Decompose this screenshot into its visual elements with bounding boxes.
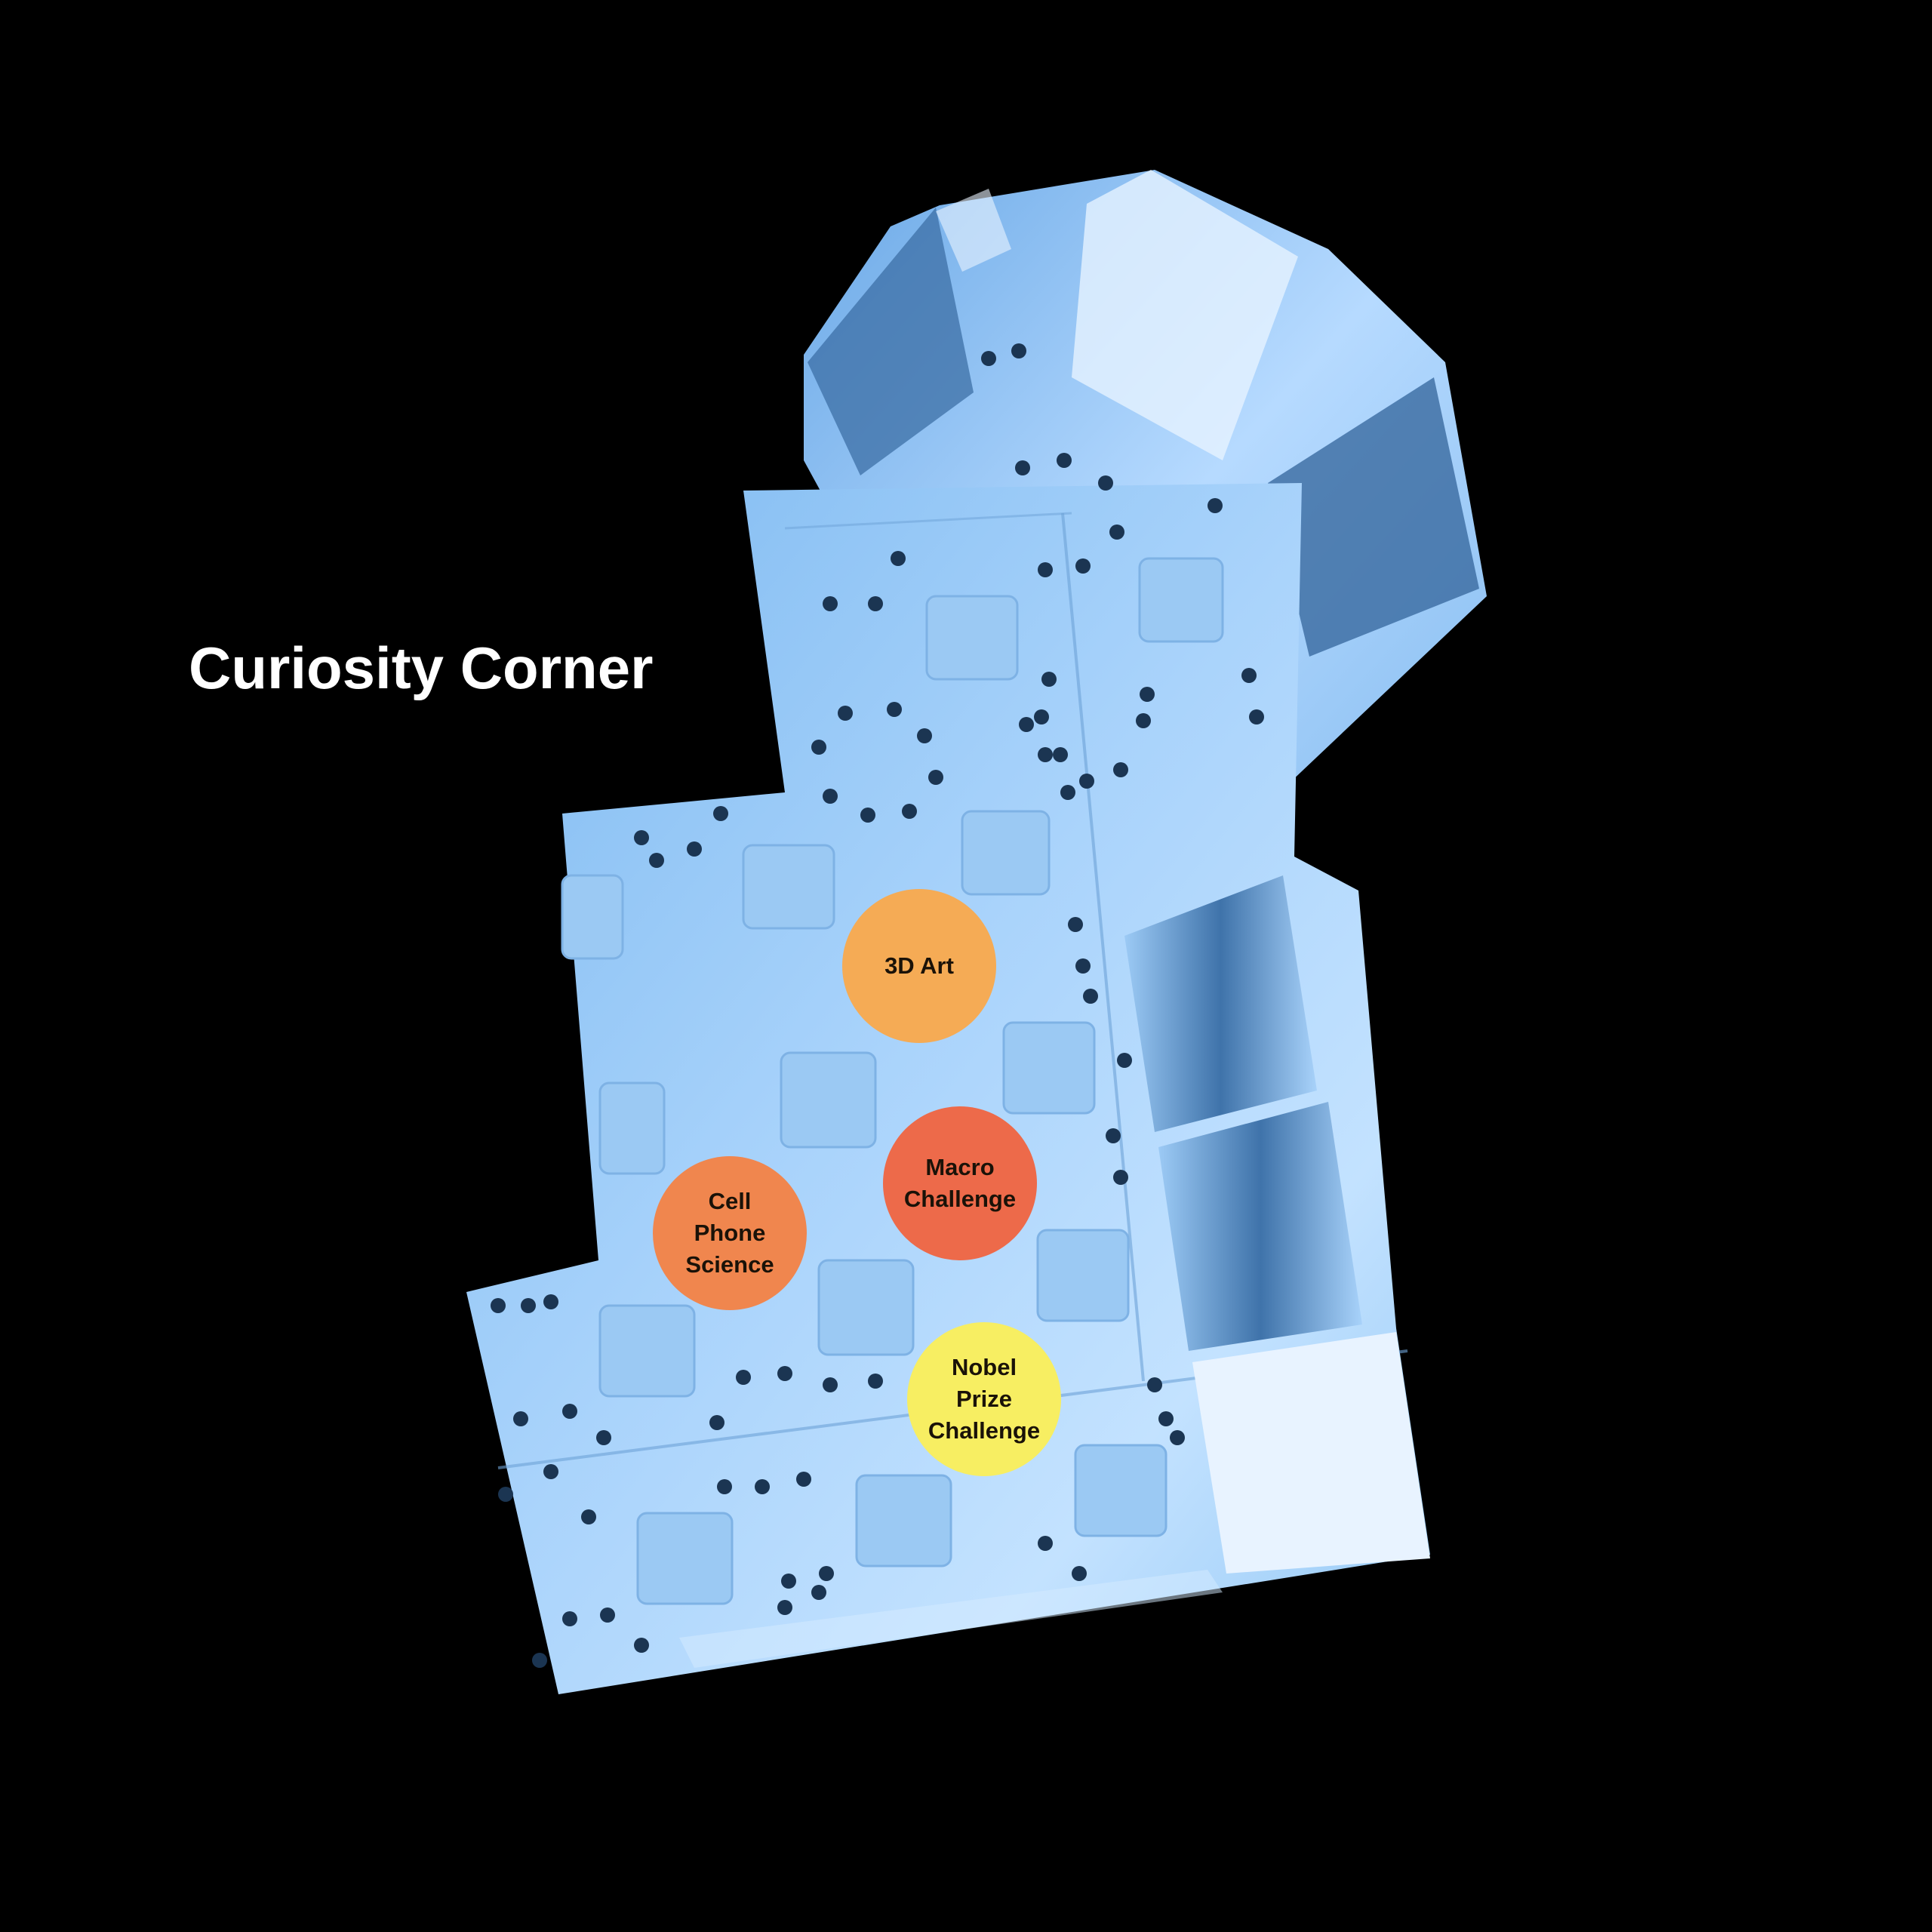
zone-marker-nobel-prize-challenge[interactable]: Nobel Prize Challenge — [907, 1322, 1061, 1476]
peg-holes — [491, 343, 1264, 1668]
zone-label: 3D Art — [884, 952, 954, 980]
zone-marker-3d-art[interactable]: 3D Art — [842, 889, 996, 1043]
zone-marker-cell-phone-science[interactable]: Cell Phone Science — [653, 1156, 807, 1310]
side-booths — [1124, 875, 1430, 1574]
zone-label: Cell Phone Science — [685, 1188, 774, 1278]
zone-label: Macro Challenge — [903, 1154, 1017, 1212]
square-recesses — [561, 557, 1224, 1605]
zone-label: Nobel Prize Challenge — [928, 1354, 1041, 1444]
zone-marker-macro-challenge[interactable]: Macro Challenge — [883, 1106, 1037, 1260]
lower-ramp — [679, 1570, 1223, 1668]
map-title: Curiosity Corner — [189, 635, 654, 701]
